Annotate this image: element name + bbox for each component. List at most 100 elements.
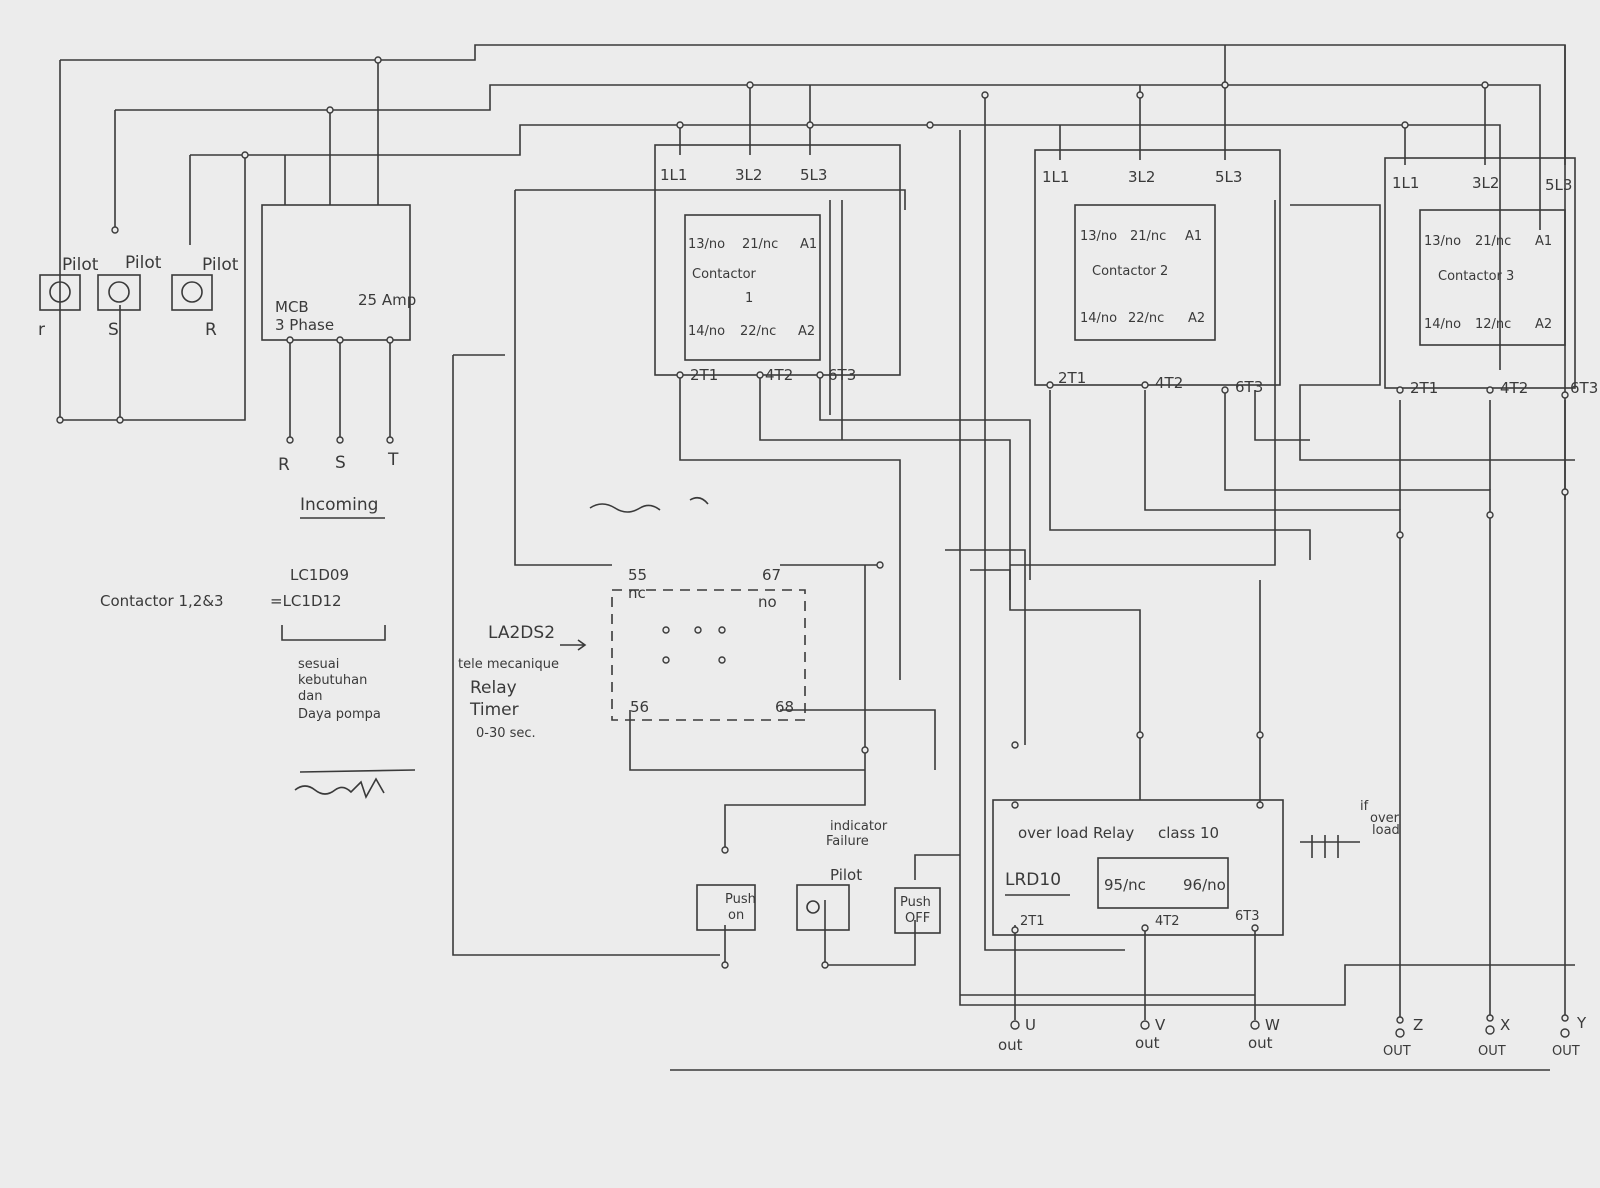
timer-range: 0-30 sec.: [476, 726, 536, 741]
overload-relay: over load Relay class 10 LRD10 95/nc 96/…: [992, 799, 1400, 936]
timer-brand: tele mecanique: [458, 657, 559, 672]
junction-dots: [56, 56, 1569, 1024]
spec-model-a: LC1D09: [290, 566, 349, 584]
incoming-label: Incoming: [300, 495, 378, 515]
timer-term-67: 67: [762, 566, 781, 584]
contactor-2-aux-14: 14/no: [1080, 311, 1117, 326]
contactor-3-aux-a1: A1: [1535, 234, 1552, 249]
overload-note-over: over: [1370, 811, 1400, 826]
push-off-label-2: OFF: [905, 911, 930, 926]
incoming-phase-s: S: [335, 453, 346, 473]
mcb-breaker: MCB 3 Phase 25 Amp: [261, 204, 416, 341]
contactor-1-term-1l1: 1L1: [660, 166, 687, 184]
control-devices: indicator Failure Push on Pilot Push OFF: [696, 819, 941, 934]
contactor-2-term-1l1: 1L1: [1042, 168, 1069, 186]
output-label-u: out: [998, 1036, 1023, 1054]
overload-term-4t2: 4T2: [1155, 914, 1179, 929]
signature-mark: [294, 777, 385, 799]
contactor-3: 1L1 3L2 5L3 13/no 21/nc A1 Contactor 3 1…: [1384, 157, 1598, 397]
contactor-1-aux-14: 14/no: [688, 324, 725, 339]
overload-term-2t1: 2T1: [1020, 914, 1044, 929]
pilot-phase-3: R: [205, 320, 217, 340]
contactor-1-aux-a1: A1: [800, 237, 817, 252]
spec-note-line-2: kebutuhan: [298, 673, 367, 688]
spec-prefix: Contactor 1,2&3: [100, 592, 224, 610]
output-label-w: out: [1248, 1034, 1273, 1052]
main-wiring: [59, 44, 1575, 1020]
timer-name-relay: Relay: [470, 678, 517, 698]
output-letter-z: Z: [1413, 1016, 1423, 1034]
contactor-3-term-1l1: 1L1: [1392, 174, 1419, 192]
output-label-z: OUT: [1383, 1044, 1411, 1059]
contactor-1-aux-21: 21/nc: [742, 237, 778, 252]
relay-timer: 55 nc 67 no 56 68 LA2DS2 tele mecanique …: [458, 566, 806, 741]
contactor-1-aux-a2: A2: [798, 324, 815, 339]
contactor-2-aux-13: 13/no: [1080, 229, 1117, 244]
contactor-2-aux-a1: A1: [1185, 229, 1202, 244]
overload-contact-96: 96/no: [1183, 876, 1226, 894]
overload-term-6t3: 6T3: [1235, 909, 1259, 924]
pilot-lamps: Pilot Pilot Pilot r S R: [38, 253, 239, 340]
contactor-1-term-6t3: 6T3: [828, 366, 856, 384]
contactor-3-term-4t2: 4T2: [1500, 379, 1528, 397]
spec-note-line-1: sesuai: [298, 657, 339, 672]
incoming-phase-t: T: [387, 450, 399, 470]
timer-name-timer: Timer: [469, 700, 519, 720]
output-terminals: U out V out W out Z OUT X OUT Y OUT: [998, 1014, 1587, 1059]
overload-note-if: if: [1360, 799, 1369, 814]
output-label-v: out: [1135, 1034, 1160, 1052]
signature-mark-top: [589, 496, 709, 513]
pilot-label-2: Pilot: [125, 253, 162, 273]
contactor-1-term-3l2: 3L2: [735, 166, 762, 184]
spec-model-b: =LC1D12: [270, 592, 342, 610]
overload-title: over load Relay: [1018, 824, 1134, 842]
timer-term-68: 68: [775, 698, 794, 716]
timer-term-55: 55: [628, 566, 647, 584]
contactor-3-term-2t1: 2T1: [1410, 379, 1438, 397]
push-off-label-1: Push: [900, 895, 931, 910]
output-letter-y: Y: [1576, 1014, 1587, 1032]
contactor-3-aux-a2: A2: [1535, 317, 1552, 332]
output-label-x: OUT: [1478, 1044, 1506, 1059]
indicator-label: indicator: [830, 819, 888, 834]
timer-no-label: no: [758, 593, 777, 611]
contactor-1-term-5l3: 5L3: [800, 166, 827, 184]
contactor-2-term-6t3: 6T3: [1235, 378, 1263, 396]
pilot-label-1: Pilot: [62, 255, 99, 275]
output-letter-w: W: [1265, 1016, 1280, 1034]
contactor-1-term-4t2: 4T2: [765, 366, 793, 384]
mcb-rating: 25 Amp: [358, 291, 416, 309]
timer-term-56: 56: [630, 698, 649, 716]
contactor-2-aux-a2: A2: [1188, 311, 1205, 326]
contactor-spec-note: LC1D09 Contactor 1,2&3 =LC1D12 sesuai ke…: [100, 496, 709, 799]
overload-contact-95: 95/nc: [1104, 876, 1146, 894]
contactor-1-number: 1: [745, 291, 753, 306]
spec-note-line-4: Daya pompa: [298, 707, 381, 722]
contactor-2-title: Contactor 2: [1092, 264, 1168, 279]
timer-model: LA2DS2: [488, 623, 555, 643]
push-on-button: [696, 884, 756, 931]
failure-label: Failure: [826, 834, 869, 849]
contactor-2-term-5l3: 5L3: [1215, 168, 1242, 186]
output-letter-u: U: [1025, 1016, 1036, 1034]
contactor-2-term-3l2: 3L2: [1128, 168, 1155, 186]
contactor-3-aux-21: 21/nc: [1475, 234, 1511, 249]
contactor-2-aux-21: 21/nc: [1130, 229, 1166, 244]
mcb-phase-label: 3 Phase: [275, 316, 334, 334]
overload-model: LRD10: [1005, 870, 1061, 890]
mcb-label: MCB: [275, 298, 309, 316]
contactor-2-term-2t1: 2T1: [1058, 369, 1086, 387]
output-letter-v: V: [1155, 1016, 1166, 1034]
spec-note-line-3: dan: [298, 689, 322, 704]
push-on-label-2: on: [728, 908, 744, 923]
push-off-button: [894, 887, 941, 934]
contactor-3-term-3l2: 3L2: [1472, 174, 1499, 192]
contactor-2-aux-22: 22/nc: [1128, 311, 1164, 326]
contactor-3-aux-14: 14/no: [1424, 317, 1461, 332]
contactor-3-aux-13: 13/no: [1424, 234, 1461, 249]
output-label-y: OUT: [1552, 1044, 1580, 1059]
push-on-label-1: Push: [725, 892, 756, 907]
failure-pilot-label: Pilot: [830, 866, 862, 884]
contactor-1-aux-22: 22/nc: [740, 324, 776, 339]
